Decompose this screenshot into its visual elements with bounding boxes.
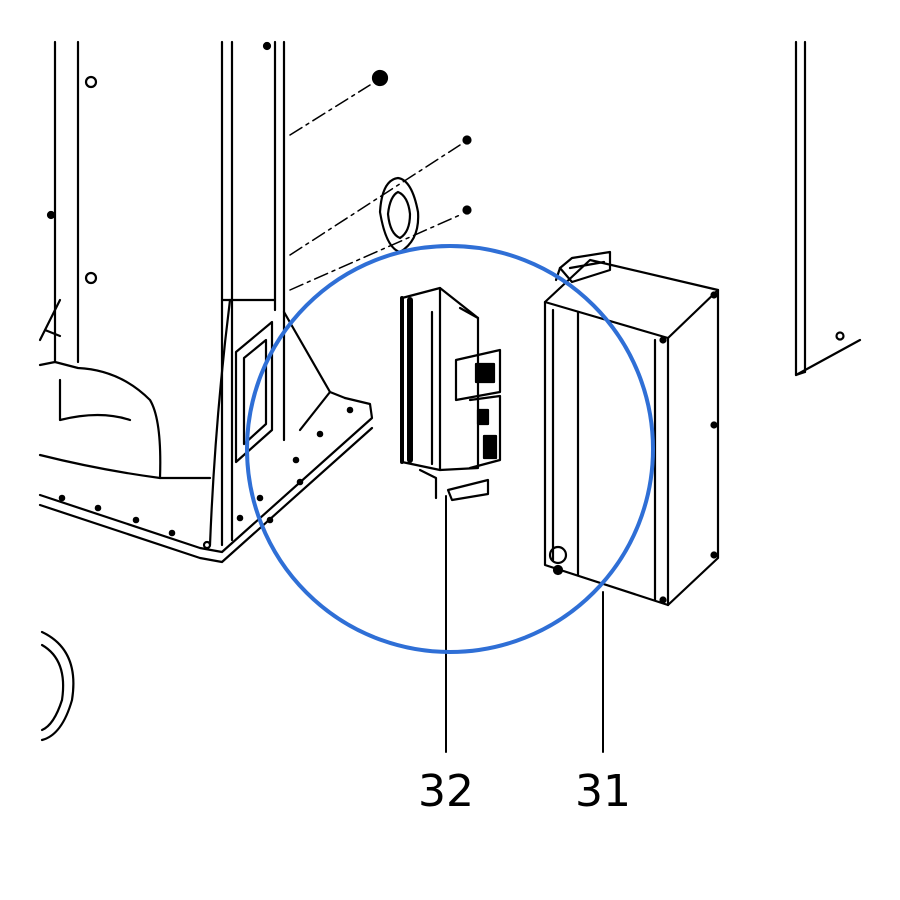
cable-gland-plate [378, 176, 420, 254]
base-plate [38, 378, 374, 564]
highlight-circle [245, 244, 655, 654]
screw-icon [462, 135, 472, 145]
nut-icon [371, 69, 389, 87]
drive-unit [400, 286, 502, 502]
left-frame [38, 40, 286, 547]
fasteners [289, 69, 472, 291]
callout-label-32: 32 [418, 766, 474, 817]
side-panel [794, 40, 862, 377]
coiled-cable [40, 630, 75, 742]
cable [208, 298, 232, 547]
screw-icon [462, 205, 472, 215]
lock-icon [548, 545, 568, 565]
mounting-window [234, 310, 347, 464]
enclosure-box [543, 250, 720, 607]
callout-label-31: 31 [575, 766, 631, 817]
